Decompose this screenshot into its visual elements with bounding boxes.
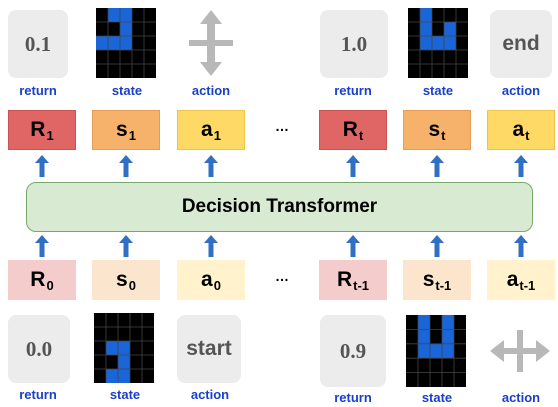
label-return-top-t: return	[334, 83, 372, 98]
return-value-0: 0.0	[25, 336, 53, 361]
arrow-up-icon	[35, 155, 49, 177]
arrow-up-icon	[346, 235, 360, 257]
return-value-box-t-1: 0.9	[320, 315, 386, 387]
action-value-t: end	[502, 32, 540, 55]
arrow-up-icon	[430, 235, 444, 257]
arrow-up-icon	[119, 235, 133, 257]
arrow-up-icon	[35, 235, 49, 257]
label-return-bottom-t-1: return	[334, 390, 372, 405]
label-state-bottom-0: state	[109, 387, 141, 402]
return-value-box-t: 1.0	[320, 10, 388, 78]
label-state-top-t: state	[422, 83, 454, 98]
arrow-up-icon	[514, 155, 528, 177]
return-value-t: 1.0	[340, 31, 368, 56]
label-action-top-t: action	[501, 83, 541, 98]
return-value-1: 0.1	[24, 31, 52, 56]
label-return-bottom-0: return	[19, 387, 57, 402]
state-grid-t-1	[406, 315, 466, 387]
ellipsis-top: …	[275, 118, 289, 134]
action-value-0: start	[186, 337, 232, 360]
horizontal-double-arrow-icon	[490, 330, 550, 372]
return-value-box-1: 0.1	[8, 10, 68, 78]
return-value-box-0: 0.0	[8, 315, 70, 383]
state-grid-1	[96, 8, 156, 78]
ellipsis-bottom: …	[275, 268, 289, 284]
arrow-up-icon	[430, 155, 444, 177]
label-state-top-1: state	[111, 83, 143, 98]
return-value-t-1: 0.9	[339, 338, 367, 363]
model-title: Decision Transformer	[181, 196, 378, 217]
action-box-t: end	[490, 10, 552, 78]
vertical-double-arrow-icon	[189, 10, 233, 76]
action-box-0: start	[177, 315, 241, 383]
arrow-up-icon	[204, 155, 218, 177]
decision-transformer-block: Decision Transformer	[26, 182, 533, 232]
arrow-up-icon	[514, 235, 528, 257]
state-grid-t	[408, 8, 468, 78]
label-action-bottom-t-1: action	[501, 390, 541, 405]
label-state-bottom-t-1: state	[421, 390, 453, 405]
arrow-up-icon	[346, 155, 360, 177]
label-return-top-1: return	[19, 83, 57, 98]
label-action-top-1: action	[191, 83, 231, 98]
arrow-up-icon	[204, 235, 218, 257]
state-grid-0	[94, 313, 154, 383]
label-action-bottom-0: action	[190, 387, 230, 402]
arrow-up-icon	[119, 155, 133, 177]
